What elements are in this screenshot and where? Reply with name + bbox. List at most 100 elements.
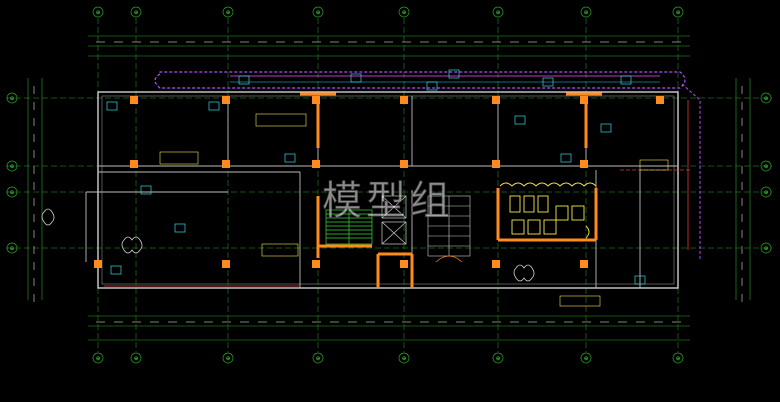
- axis-bubble: ⊕: [398, 352, 410, 364]
- axis-bubble-circle: [760, 186, 772, 198]
- top-dimension-lines: [88, 35, 690, 57]
- axis-bubble-circle: [6, 186, 18, 198]
- axis-bubble: ⊕: [760, 186, 772, 198]
- axis-bubble-mark: ⊕: [402, 9, 407, 17]
- equipment-box: [238, 75, 250, 85]
- duct-run-top: [154, 71, 686, 89]
- axis-bubble: ⊕: [222, 352, 234, 364]
- elevator-core: [381, 195, 407, 245]
- axis-bubble-circle: [222, 6, 234, 18]
- axis-bubble: ⊕: [312, 6, 324, 18]
- column: [312, 260, 320, 268]
- axis-bubble: ⊕: [6, 242, 18, 254]
- axis-bubble: ⊕: [492, 352, 504, 364]
- column: [222, 160, 230, 168]
- structural-columns: [94, 96, 664, 268]
- axis-bubble-mark: ⊕: [96, 9, 101, 17]
- equipment-box: [634, 275, 646, 285]
- axis-bubble-circle: [130, 352, 142, 364]
- column: [312, 160, 320, 168]
- axis-bubble-mark: ⊕: [10, 163, 15, 171]
- axis-bubble-circle: [6, 242, 18, 254]
- column: [400, 160, 408, 168]
- column: [492, 260, 500, 268]
- axis-bubble-circle: [222, 352, 234, 364]
- axis-bubble-circle: [92, 6, 104, 18]
- column: [580, 96, 588, 104]
- axis-bubble: ⊕: [672, 352, 684, 364]
- axis-bubble-circle: [760, 160, 772, 172]
- axis-bubble-circle: [312, 6, 324, 18]
- axis-bubble-mark: ⊕: [316, 9, 321, 17]
- equipment-box: [140, 185, 152, 195]
- fire-lines: [104, 100, 690, 287]
- column: [130, 160, 138, 168]
- axis-bubble-circle: [92, 352, 104, 364]
- axis-bubble-mark: ⊕: [764, 163, 769, 171]
- equipment-box: [106, 101, 118, 111]
- equipment-box: [208, 101, 220, 111]
- axis-bubble: ⊕: [760, 160, 772, 172]
- axis-bubble: ⊕: [6, 160, 18, 172]
- axis-bubble-mark: ⊕: [226, 9, 231, 17]
- axis-bubble: ⊕: [580, 6, 592, 18]
- axis-bubble-mark: ⊕: [764, 189, 769, 197]
- axis-bubble: ⊕: [6, 186, 18, 198]
- axis-bubble-mark: ⊕: [10, 245, 15, 253]
- axis-bubble: ⊕: [222, 6, 234, 18]
- axis-bubble-circle: [492, 352, 504, 364]
- axis-bubble-mark: ⊕: [496, 9, 501, 17]
- axis-bubble-mark: ⊕: [764, 95, 769, 103]
- equipment-box: [600, 123, 612, 133]
- bottom-dimension-lines: [88, 315, 690, 341]
- revision-clouds: [41, 208, 535, 282]
- column: [222, 96, 230, 104]
- axis-bubbles: ⊕⊕⊕⊕⊕⊕⊕⊕⊕⊕⊕⊕⊕⊕⊕⊕⊕⊕⊕⊕⊕⊕⊕⊕: [6, 6, 772, 364]
- duct-run-right: [681, 83, 701, 260]
- axis-bubble-mark: ⊕: [316, 355, 321, 363]
- equipment-box: [174, 223, 186, 233]
- axis-bubble-mark: ⊕: [676, 9, 681, 17]
- axis-bubble-mark: ⊕: [134, 9, 139, 17]
- equipment-box: [560, 153, 572, 163]
- equipment-box: [514, 115, 526, 125]
- equipment-markers: [106, 69, 646, 285]
- axis-bubble: ⊕: [398, 6, 410, 18]
- axis-bubble: ⊕: [492, 6, 504, 18]
- axis-bubble: ⊕: [130, 6, 142, 18]
- column: [400, 96, 408, 104]
- axis-bubble: ⊕: [580, 352, 592, 364]
- axis-bubble-circle: [672, 352, 684, 364]
- axis-bubble-circle: [580, 352, 592, 364]
- horizontal-grid-axes: [6, 97, 772, 249]
- outer-walls: [97, 91, 679, 289]
- column: [580, 160, 588, 168]
- column: [580, 260, 588, 268]
- column: [222, 260, 230, 268]
- annotation-boxes: [159, 113, 669, 307]
- axis-bubble-circle: [6, 160, 18, 172]
- equipment-box: [284, 153, 296, 163]
- axis-bubble-mark: ⊕: [96, 355, 101, 363]
- axis-bubble: ⊕: [672, 6, 684, 18]
- axis-bubble-mark: ⊕: [402, 355, 407, 363]
- dimension-ticks: [33, 41, 743, 323]
- axis-bubble-circle: [312, 352, 324, 364]
- axis-bubble-circle: [6, 92, 18, 104]
- axis-bubble: ⊕: [312, 352, 324, 364]
- axis-bubble-circle: [760, 92, 772, 104]
- equipment-box: [448, 69, 460, 79]
- axis-bubble-mark: ⊕: [764, 245, 769, 253]
- column: [492, 96, 500, 104]
- vertical-grid-axes: [97, 18, 679, 352]
- axis-bubble-mark: ⊕: [676, 355, 681, 363]
- axis-bubble-mark: ⊕: [584, 9, 589, 17]
- axis-bubble: ⊕: [92, 352, 104, 364]
- column: [400, 260, 408, 268]
- stair-core: [325, 209, 373, 245]
- stair-core-2: [427, 195, 471, 263]
- axis-bubble-circle: [130, 6, 142, 18]
- column: [492, 160, 500, 168]
